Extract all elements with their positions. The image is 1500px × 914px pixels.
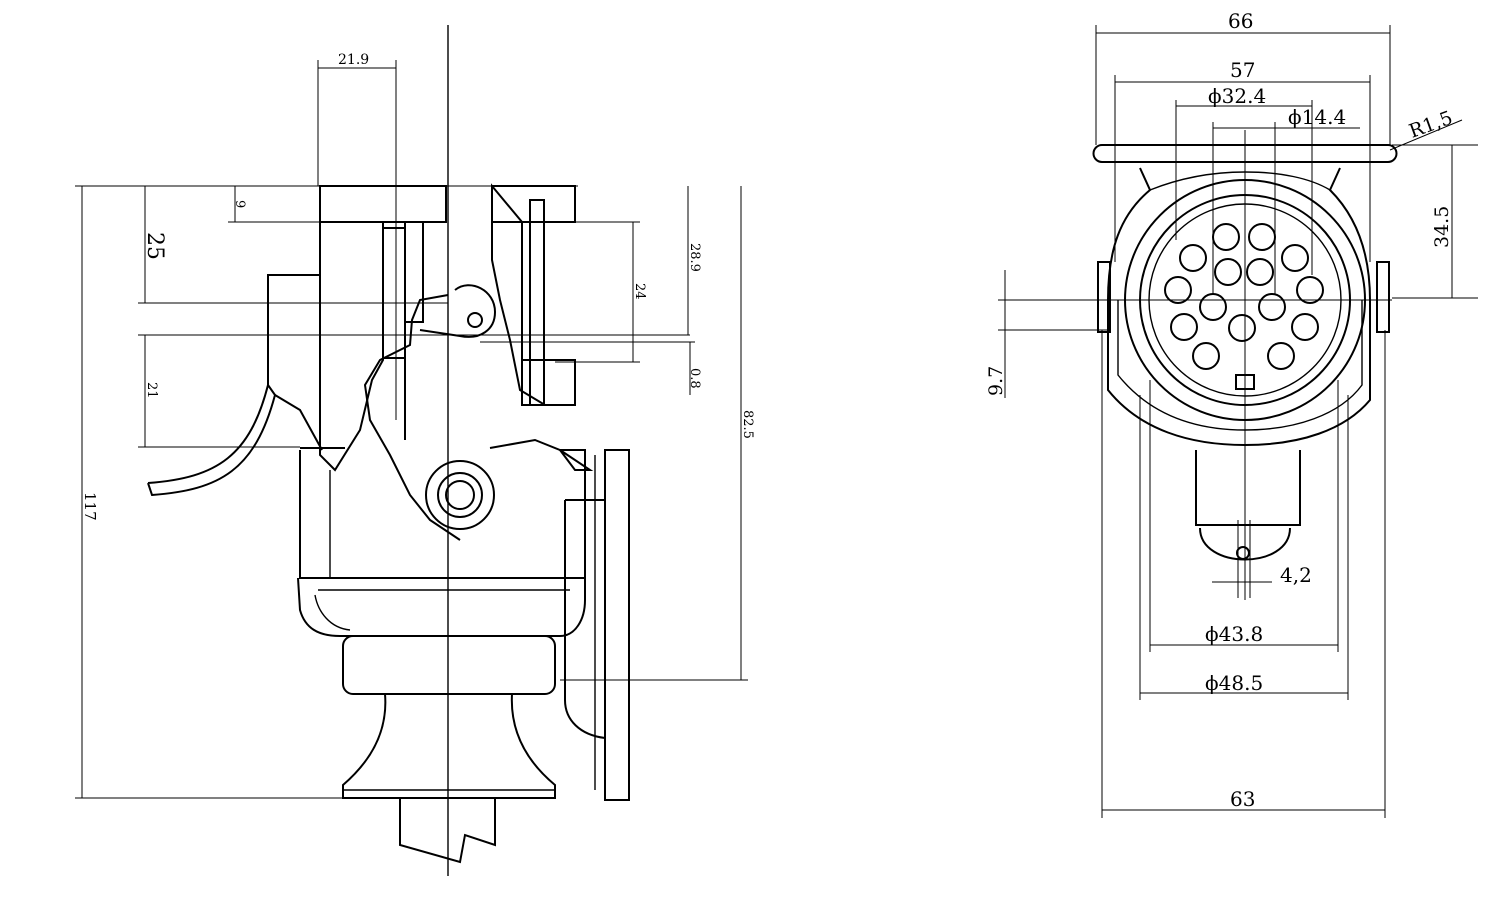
pivot-boss-inner (445, 480, 475, 510)
top-flange-right (491, 185, 576, 223)
housing-inner-curve (1117, 300, 1363, 431)
dim-48-5-label: ϕ48.5 (1205, 671, 1263, 695)
pin (1179, 244, 1207, 272)
pin (1212, 223, 1240, 251)
pin (1199, 293, 1227, 321)
pin (1170, 313, 1198, 341)
dim-4-2-label: 4,2 (1280, 563, 1312, 587)
dim-14-4-label: ϕ14.4 (1288, 105, 1346, 129)
dim-28-9-label: 28.9 (687, 243, 702, 272)
cable-stub (399, 798, 496, 864)
mounting-plate (604, 449, 630, 801)
pin (1228, 314, 1256, 342)
dim-32-4-label: ϕ32.4 (1208, 84, 1266, 108)
dim-21-label: 21 (144, 382, 159, 399)
housing-body (299, 438, 586, 579)
hex-nut (342, 635, 556, 695)
socket-pins (1164, 223, 1324, 370)
dim-34-5-label: 34.5 (1431, 206, 1453, 248)
dim-63-label: 63 (1230, 787, 1255, 811)
dim-9-7-label: 9.7 (985, 366, 1007, 396)
right-hatched-body (491, 183, 576, 406)
dim-24-label: 24 (632, 283, 647, 300)
lower-collar (297, 577, 586, 637)
dim-43-8-label: ϕ43.8 (1205, 622, 1263, 646)
dim-66-label: 66 (1228, 9, 1253, 33)
dim-117-label: 117 (81, 492, 99, 521)
dim-r1-5-label: R1,5 (1406, 107, 1455, 143)
cable-tail-hole (1236, 546, 1250, 560)
left-inner-wall (404, 221, 424, 323)
pin (1192, 342, 1220, 370)
bell-base (342, 693, 556, 799)
dim-57-label: 57 (1230, 58, 1255, 82)
dim-82-5-label: 82.5 (740, 410, 755, 439)
pin (1281, 244, 1309, 272)
right-crosshatch-seal (521, 359, 576, 406)
front-view: 66 57 ϕ32.4 ϕ14.4 R1,5 34.5 9.7 4,2 ϕ43.… (985, 9, 1478, 818)
pin (1258, 293, 1286, 321)
side-cable-joint (274, 394, 323, 451)
housing-corner (559, 449, 594, 471)
side-cable (147, 382, 277, 497)
right-side-tab (1376, 261, 1390, 333)
pin (1296, 276, 1324, 304)
top-flange-bar (1092, 144, 1398, 163)
mounting-bracket (564, 499, 606, 739)
right-pin-slot (529, 199, 545, 406)
top-flange-left (319, 185, 447, 223)
cable-tail (1195, 450, 1301, 526)
left-side-tab (1097, 261, 1111, 333)
pin (1267, 342, 1295, 370)
collar-curve (314, 594, 351, 631)
pivot-boss-mid (437, 472, 483, 518)
latch-pivot-pin (467, 312, 483, 328)
dim-9-label: 9 (232, 200, 247, 208)
left-hatched-body (319, 221, 384, 472)
latch-outline (363, 294, 461, 541)
pin (1248, 223, 1276, 251)
side-cable-bracket (267, 274, 320, 385)
side-view: 117 9 25 21 21.9 24 28.9 0.8 82.5 (75, 25, 755, 876)
left-pin-slot (382, 227, 406, 359)
dim-0-8-label: 0.8 (687, 368, 702, 389)
latch-hook (419, 284, 497, 338)
pivot-boss-outer (425, 460, 495, 530)
pin (1214, 258, 1242, 286)
pin (1164, 276, 1192, 304)
pin (1291, 313, 1319, 341)
pin (1246, 258, 1274, 286)
dim-21-9-label: 21.9 (338, 52, 369, 68)
dim-25-label: 25 (142, 232, 167, 260)
